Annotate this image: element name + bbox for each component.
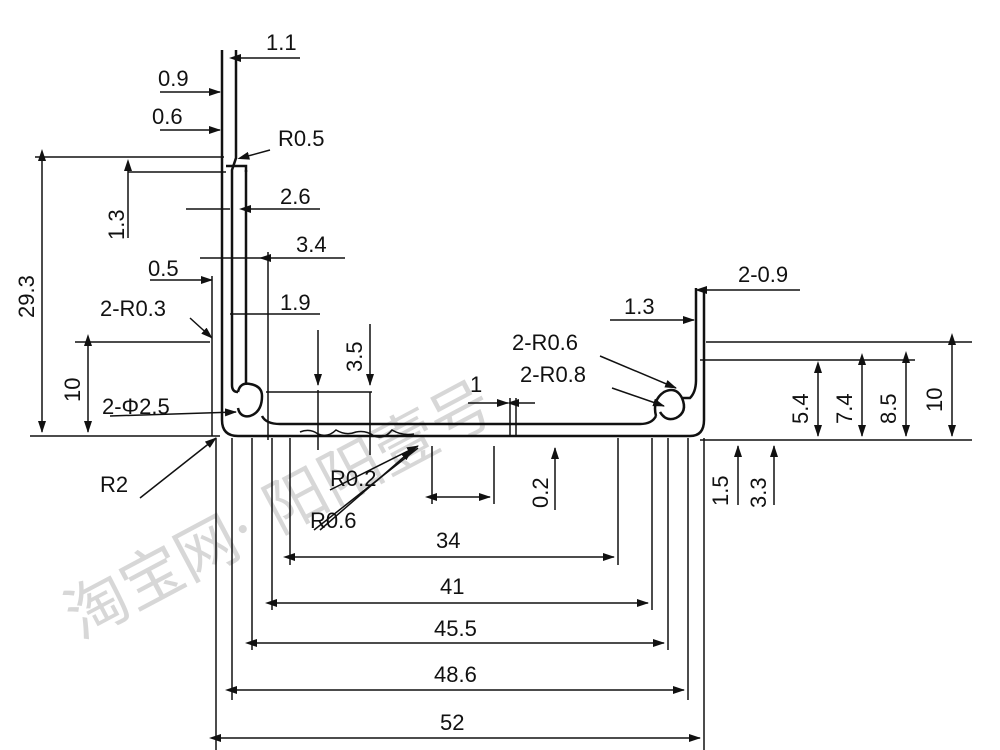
- dim-48-6: 48.6: [434, 662, 477, 687]
- dim-0-6: 0.6: [152, 104, 183, 129]
- dim-10-left: 10: [60, 378, 85, 402]
- dim-1-3-right: 1.3: [624, 294, 655, 319]
- dim-2-phi2-5: 2-Φ2.5: [102, 394, 170, 419]
- dim-2-r0-8: 2-R0.8: [520, 362, 586, 387]
- dim-2-6: 2.6: [280, 184, 311, 209]
- dim-10-right: 10: [922, 388, 947, 412]
- dim-3-4: 3.4: [296, 232, 327, 257]
- dim-r2: R2: [100, 472, 128, 497]
- dim-0-2: 0.2: [528, 477, 553, 508]
- dim-1-3: 1.3: [104, 209, 129, 240]
- dim-r0-2: R0.2: [330, 466, 376, 491]
- dim-8-5: 8.5: [876, 393, 901, 424]
- dim-1: 1: [470, 372, 482, 397]
- dim-41: 41: [440, 574, 464, 599]
- dim-1-5: 1.5: [708, 475, 733, 506]
- dim-29-3: 29.3: [14, 275, 39, 318]
- dim-3-3: 3.3: [746, 477, 771, 508]
- dim-2-0-9: 2-0.9: [738, 262, 788, 287]
- dim-34: 34: [436, 528, 460, 553]
- dim-3-5: 3.5: [342, 341, 367, 372]
- dimension-labels: 1.1 0.9 0.6 R0.5 29.3 1.3 2.6 3.4 0.5 2-…: [14, 30, 947, 735]
- dim-5-4: 5.4: [788, 393, 813, 424]
- dim-7-4: 7.4: [832, 393, 857, 424]
- dim-0-9: 0.9: [158, 66, 189, 91]
- dim-2-r0-3: 2-R0.3: [100, 296, 166, 321]
- dim-52: 52: [440, 710, 464, 735]
- dim-0-5: 0.5: [148, 256, 179, 281]
- dim-1-9: 1.9: [280, 290, 311, 315]
- dim-r0-5: R0.5: [278, 126, 324, 151]
- dim-2-r0-6: 2-R0.6: [512, 330, 578, 355]
- dim-45-5: 45.5: [434, 616, 477, 641]
- dim-1-1: 1.1: [266, 30, 297, 55]
- dim-r0-6: R0.6: [310, 508, 356, 533]
- dimension-lines: [30, 54, 972, 750]
